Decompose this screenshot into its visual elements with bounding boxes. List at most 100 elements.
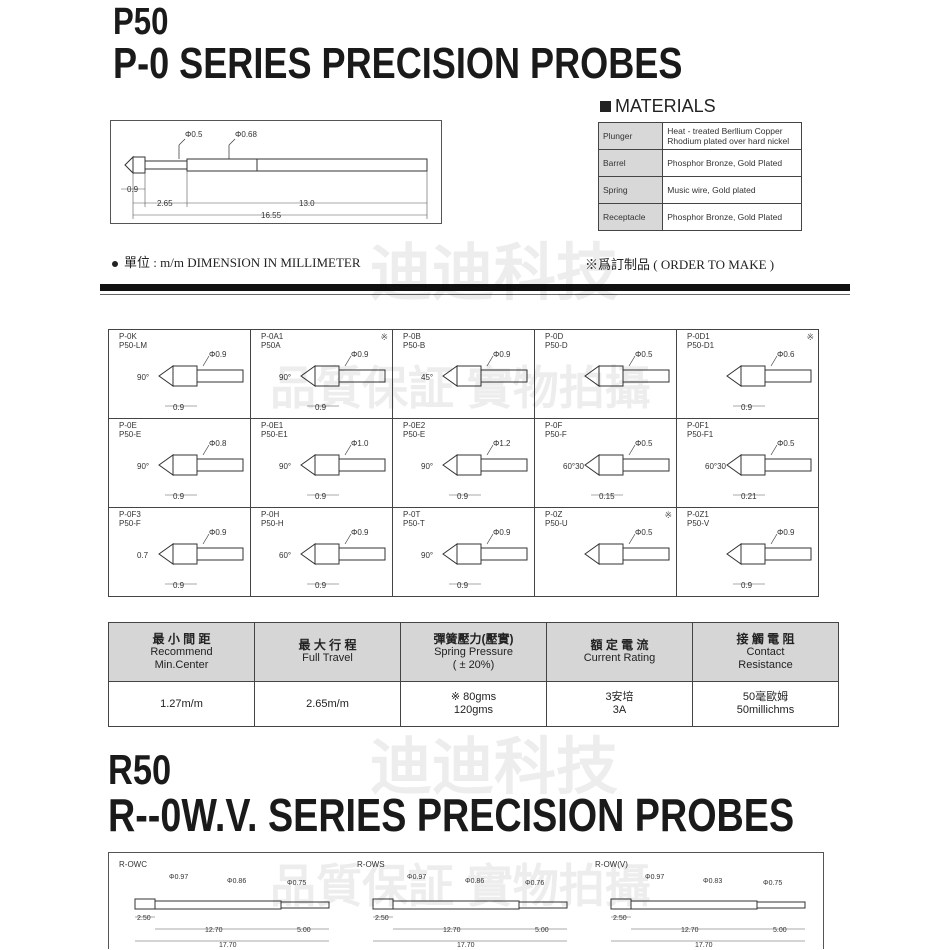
- dia-leader: [628, 444, 636, 456]
- tip-model-code: P-0B: [403, 332, 421, 341]
- tip-shaft: [622, 458, 670, 472]
- tip-shaft: [338, 547, 386, 561]
- tip-head: [598, 543, 624, 565]
- tip-point: [158, 365, 174, 387]
- tip-head: [172, 365, 198, 387]
- spec-header-en2: Full Travel: [302, 652, 353, 664]
- tip-diameter: Φ0.9: [209, 528, 227, 537]
- tip-diameter: Φ0.9: [493, 350, 511, 359]
- r-dim-c: 5.00: [297, 927, 311, 934]
- materials-title: MATERIALS: [615, 96, 716, 116]
- tip-model-alt: P50-F: [545, 430, 567, 439]
- r-plunger: [518, 901, 568, 909]
- tip-diameter: Φ1.2: [493, 439, 511, 448]
- tip-length: 0.9: [173, 492, 185, 501]
- materials-table: Plunger Heat - treated Berllium Copper R…: [597, 122, 802, 231]
- dia-leader: [486, 355, 494, 367]
- dim-d2: Φ0.68: [235, 130, 258, 139]
- watermark-slogan-2: 品質保証 實物拍攝: [270, 860, 651, 912]
- spec-header-zh: 最 小 間 距: [152, 631, 211, 646]
- tip-length: 0.9: [457, 581, 469, 590]
- dia-leader: [202, 533, 210, 545]
- tip-shaft: [764, 458, 812, 472]
- r-dim-a: 2.50: [137, 915, 151, 922]
- r-dim-c: 5.00: [535, 927, 549, 934]
- tip-diameter: Φ0.9: [777, 528, 795, 537]
- dia-leader: [770, 444, 778, 456]
- spec-header-en2: ( ± 20%): [452, 658, 495, 671]
- tip-head: [740, 365, 766, 387]
- r-plunger: [280, 901, 330, 909]
- tip-point: [726, 454, 742, 476]
- tip-angle: 45°: [421, 373, 433, 382]
- tip-model-code: P-0D1: [687, 332, 710, 341]
- dim-seg2: 13.0: [299, 199, 315, 208]
- units-note: 單位 : m/m DIMENSION IN MILLIMETER: [112, 252, 361, 271]
- r-dim-a: 2.50: [613, 915, 627, 922]
- tip-point: [300, 454, 316, 476]
- tip-diameter: Φ0.5: [635, 439, 653, 448]
- material-spec: Phosphor Bronze, Gold Plated: [662, 203, 802, 231]
- tip-diameter: Φ0.6: [777, 350, 795, 359]
- tip-shaft: [480, 458, 528, 472]
- materials-row: Spring Music wire, Gold plated: [597, 176, 802, 204]
- product-code: P50: [113, 1, 169, 43]
- spec-header-zh: 接 觸 電 阻: [736, 631, 795, 646]
- tip-angle: 60°30: [563, 462, 585, 471]
- tip-model-alt: P50-B: [403, 341, 426, 350]
- r-dim-total: 17.70: [695, 942, 713, 949]
- tip-drawing: Φ0.890°0.9: [137, 439, 244, 501]
- r-dim-d1: Φ0.97: [645, 874, 664, 881]
- tip-point: [584, 543, 600, 565]
- tip-shaft: [480, 547, 528, 561]
- tip-angle: 90°: [421, 462, 433, 471]
- main-probe-drawing: Φ0.5 Φ0.68 0.9 2.65 13.0 16.55: [110, 120, 442, 224]
- spec-value-a: ※ 80gms: [450, 691, 497, 703]
- tip-point: [158, 454, 174, 476]
- tip-angle: 90°: [137, 373, 149, 382]
- tip-model-code: P-0Z1: [687, 510, 709, 519]
- series-title: P-0 SERIES PRECISION PROBES: [113, 39, 683, 88]
- tip-model-code: P-0Z: [545, 510, 563, 519]
- r-dim-b: 12.70: [205, 927, 223, 934]
- r-dim-b: 12.70: [443, 927, 461, 934]
- tip-model-code: P-0K: [119, 332, 137, 341]
- material-part: Barrel: [597, 149, 664, 177]
- tip-length: 0.9: [315, 492, 327, 501]
- tip-model-code: P-0D: [545, 332, 564, 341]
- r-plunger: [756, 901, 806, 909]
- tip-angle: 90°: [137, 462, 149, 471]
- r-probe-name: R-OWC: [119, 860, 147, 869]
- tip-model-alt: P50-F1: [687, 430, 714, 439]
- tip-angle: 90°: [279, 462, 291, 471]
- materials-row: Barrel Phosphor Bronze, Gold Plated: [597, 149, 802, 177]
- tip-model-code: P-0F: [545, 421, 563, 430]
- tip-shaft: [338, 369, 386, 383]
- spec-header-en2: Min.Center: [154, 658, 209, 671]
- order-mark: ※: [806, 332, 814, 342]
- tip-diameter: Φ0.5: [777, 439, 795, 448]
- main-probe-svg: Φ0.5 Φ0.68 0.9 2.65 13.0 16.55: [121, 130, 428, 220]
- tip-length: 0.9: [315, 581, 327, 590]
- bullet-icon: [112, 261, 118, 268]
- dia-leader: [628, 355, 636, 367]
- tip-length: 0.9: [173, 581, 185, 590]
- tip-shaft: [196, 369, 244, 383]
- dia-leader: [770, 533, 778, 545]
- dia-leader: [486, 444, 494, 456]
- spec-header-zh: 彈簧壓力(壓實): [433, 631, 514, 646]
- r-dim-d3: Φ0.75: [287, 880, 306, 887]
